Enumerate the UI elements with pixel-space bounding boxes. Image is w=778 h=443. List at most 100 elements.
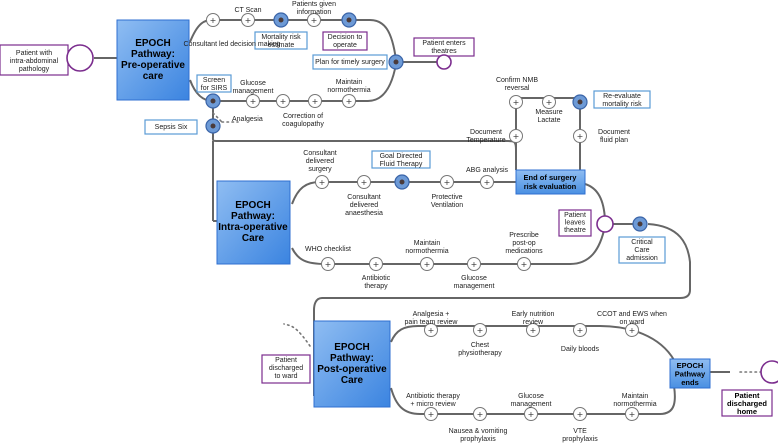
- start-ring: [66, 44, 94, 72]
- step-node: +: [625, 323, 639, 337]
- step-node: +: [480, 175, 494, 189]
- svg-text:+: +: [311, 16, 318, 25]
- step-node: +: [369, 257, 383, 271]
- step-node: +: [467, 257, 481, 271]
- svg-text:+: +: [629, 410, 636, 419]
- svg-text:+: +: [280, 97, 287, 106]
- step-node: +: [440, 175, 454, 189]
- step-node: +: [625, 407, 639, 421]
- svg-text:+: +: [424, 260, 431, 269]
- svg-text:+: +: [250, 97, 257, 106]
- step-node: +: [526, 323, 540, 337]
- step-node: +: [573, 129, 587, 143]
- step-node: +: [342, 94, 356, 108]
- step-node: +: [517, 257, 531, 271]
- key-step-node: [388, 54, 404, 70]
- svg-text:Daily bloods: Daily bloods: [561, 346, 600, 353]
- step-node: +: [424, 407, 438, 421]
- step-node: +: [276, 94, 290, 108]
- svg-text:WHO checklist: WHO checklist: [305, 246, 351, 253]
- svg-text:+: +: [428, 326, 435, 335]
- key-step-node: [341, 12, 357, 28]
- svg-text:+: +: [546, 98, 553, 107]
- svg-text:+: +: [373, 260, 380, 269]
- step-node: +: [308, 94, 322, 108]
- leaves-theatre-ring: [596, 215, 614, 233]
- svg-text:+: +: [312, 97, 319, 106]
- svg-text:Consultant led decision making: Consultant led decision making: [184, 41, 281, 48]
- svg-text:+: +: [530, 326, 537, 335]
- key-step-node: [632, 216, 648, 232]
- svg-text:+: +: [513, 132, 520, 141]
- step-node: +: [424, 323, 438, 337]
- svg-text:Analgesia: Analgesia: [232, 116, 263, 123]
- step-node: +: [542, 95, 556, 109]
- key-step-node: [394, 174, 410, 190]
- svg-text:+: +: [210, 16, 217, 25]
- svg-text:Analgesia +pain team review: Analgesia +pain team review: [405, 311, 459, 326]
- step-node: +: [307, 13, 321, 27]
- svg-text:+: +: [361, 178, 368, 187]
- svg-text:ABG analysis: ABG analysis: [466, 167, 509, 174]
- svg-text:+: +: [477, 410, 484, 419]
- svg-text:Sepsis Six: Sepsis Six: [155, 124, 188, 131]
- svg-text:+: +: [521, 260, 528, 269]
- svg-text:+: +: [577, 132, 584, 141]
- pathway-nodes: +++++++++++++++++++++++++++++++: [205, 12, 648, 421]
- svg-text:Plan for timely surgery: Plan for timely surgery: [315, 59, 385, 66]
- svg-text:+: +: [528, 410, 535, 419]
- step-node: +: [315, 175, 329, 189]
- step-node: +: [473, 323, 487, 337]
- home-ring: [760, 360, 778, 384]
- svg-text:+: +: [471, 260, 478, 269]
- svg-text:+: +: [325, 260, 332, 269]
- step-node: +: [241, 13, 255, 27]
- theatres-ring: [436, 54, 452, 70]
- step-node: +: [509, 129, 523, 143]
- key-step-node: [273, 12, 289, 28]
- svg-text:+: +: [513, 98, 520, 107]
- dotted-connectors: [212, 112, 763, 373]
- step-node: +: [420, 257, 434, 271]
- key-step-node: [205, 118, 221, 134]
- svg-text:Antibiotic therapy+ micro revi: Antibiotic therapy+ micro review: [406, 393, 460, 408]
